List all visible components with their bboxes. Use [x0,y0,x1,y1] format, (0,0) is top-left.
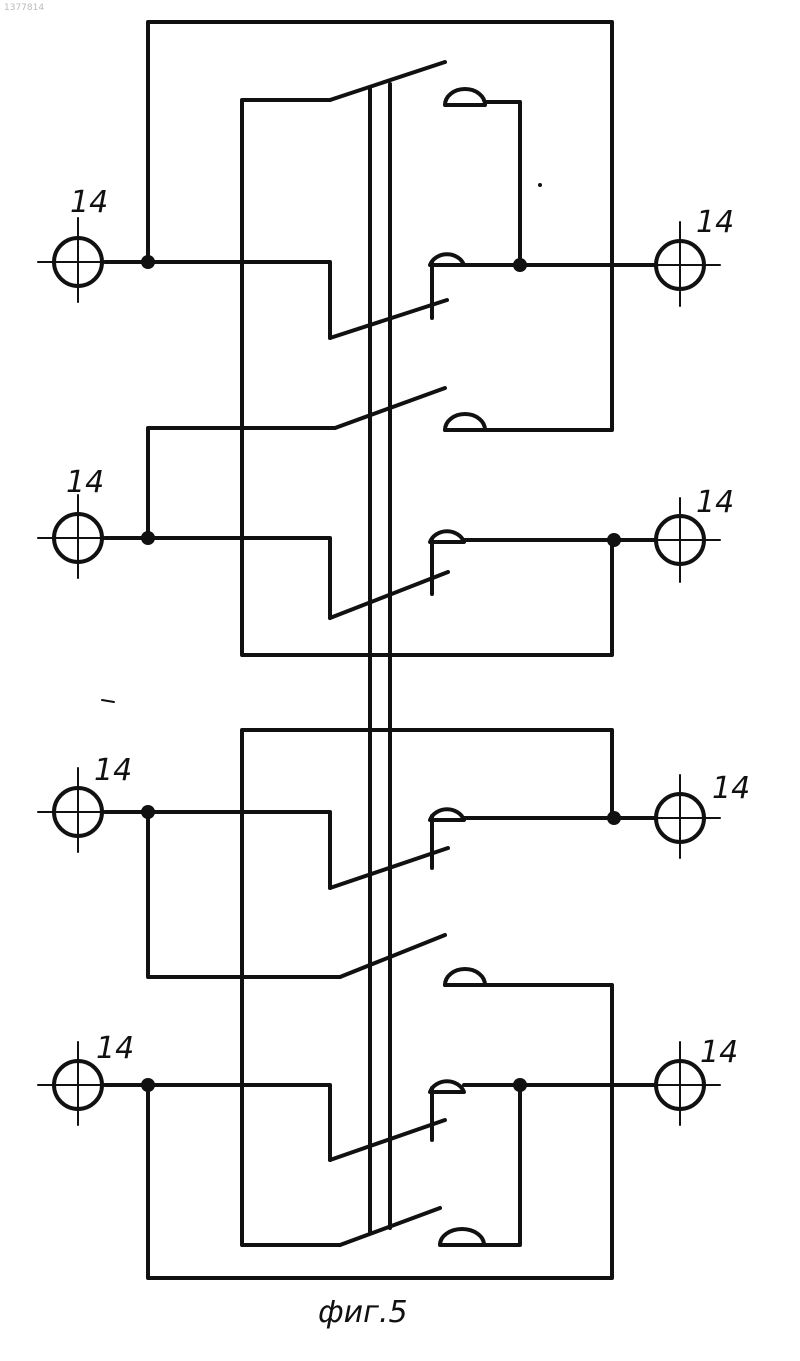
terminal-label-left-1: 14 [70,185,108,220]
terminal-label-right-4: 14 [700,1035,738,1070]
inner-frame-bottom [242,730,612,1245]
actuator-rod [370,84,390,1232]
document-number: 1377814 [4,3,44,13]
switch-section-4 [105,1081,655,1245]
switch-section-1 [105,62,655,338]
outer-frame [148,22,612,1278]
terminal-label-right-2: 14 [696,485,734,520]
terminal-label-right-1: 14 [696,205,734,240]
terminal-label-left-2: 14 [66,465,104,500]
junction-dots [141,255,621,1092]
switch-section-3 [105,809,655,985]
terminal-label-right-3: 14 [712,771,750,806]
inner-frame-top [242,100,612,655]
switch-section-2 [105,388,655,618]
terminal-label-left-3: 14 [94,753,132,788]
terminal-label-left-4: 14 [96,1031,134,1066]
figure-caption: фиг.5 [318,1295,408,1330]
